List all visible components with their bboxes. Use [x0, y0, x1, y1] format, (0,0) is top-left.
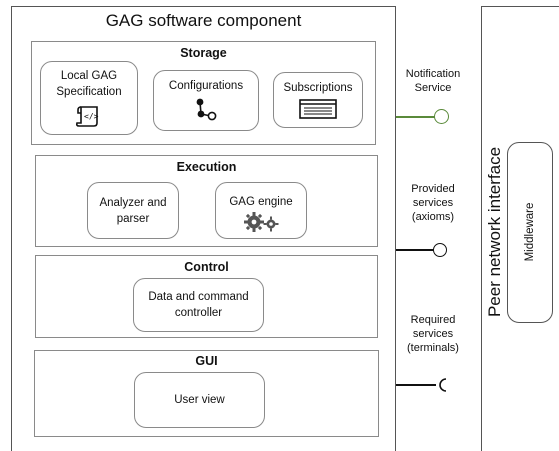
required-socket-icon	[439, 378, 447, 392]
provided-connector-line	[396, 249, 434, 251]
storage-title: Storage	[180, 46, 227, 60]
configurations-label: Configurations	[168, 80, 244, 92]
gag-component-box	[11, 6, 396, 451]
provided-services-label: Provided services (axioms)	[393, 182, 473, 224]
control-title: Control	[184, 260, 229, 274]
controller-label-line2: controller	[174, 307, 223, 319]
notification-service-label: Notification Service	[393, 67, 473, 95]
peer-network-interface-box	[481, 6, 559, 451]
controller-label-line1: Data and command	[148, 291, 249, 303]
data-command-controller-box: Data and command controller	[133, 278, 264, 332]
subscriptions-label: Subscriptions	[283, 82, 353, 94]
gears-icon	[244, 212, 279, 232]
analyzer-label-line1: Analyzer and	[99, 196, 167, 209]
component-title: GAG software component	[105, 11, 302, 30]
user-view-label: User view	[174, 394, 225, 406]
local-gag-label-line1: Local GAG	[60, 70, 118, 82]
gag-engine-label: GAG engine	[229, 196, 293, 208]
required-line1: Required	[410, 314, 456, 326]
share-nodes-icon	[196, 98, 217, 121]
scroll-code-icon: </>	[75, 106, 99, 127]
peer-network-interface-title: Peer network interface	[485, 146, 504, 318]
subscriptions-box: Subscriptions	[273, 72, 363, 128]
required-line3: (terminals)	[407, 342, 459, 354]
gui-title: GUI	[195, 354, 218, 368]
provided-line3: (axioms)	[411, 211, 455, 223]
notification-line1: Notification	[405, 68, 461, 80]
notification-line2: Service	[414, 82, 452, 94]
provided-lollipop-icon	[433, 243, 447, 257]
required-connector-line	[396, 384, 436, 386]
notification-connector-line	[396, 116, 435, 118]
analyzer-label-line2: parser	[116, 212, 150, 225]
middleware-box	[507, 142, 553, 323]
analyzer-parser-box: Analyzer and parser	[87, 182, 179, 239]
required-services-label: Required services (terminals)	[393, 313, 473, 355]
svg-text:</>: </>	[84, 112, 99, 121]
user-view-box: User view	[134, 372, 265, 428]
local-gag-label-line2: Specification	[56, 86, 122, 98]
local-gag-specification-box: Local GAG Specification </>	[40, 61, 138, 135]
execution-title: Execution	[176, 160, 237, 174]
required-line2: services	[412, 328, 454, 340]
notification-lollipop-icon	[434, 109, 449, 124]
provided-line2: services	[412, 197, 454, 209]
configurations-box: Configurations	[153, 70, 259, 131]
list-window-icon	[299, 99, 337, 119]
gag-engine-box: GAG engine	[215, 182, 307, 239]
middleware-label: Middleware	[524, 202, 536, 262]
provided-line1: Provided	[411, 183, 455, 195]
